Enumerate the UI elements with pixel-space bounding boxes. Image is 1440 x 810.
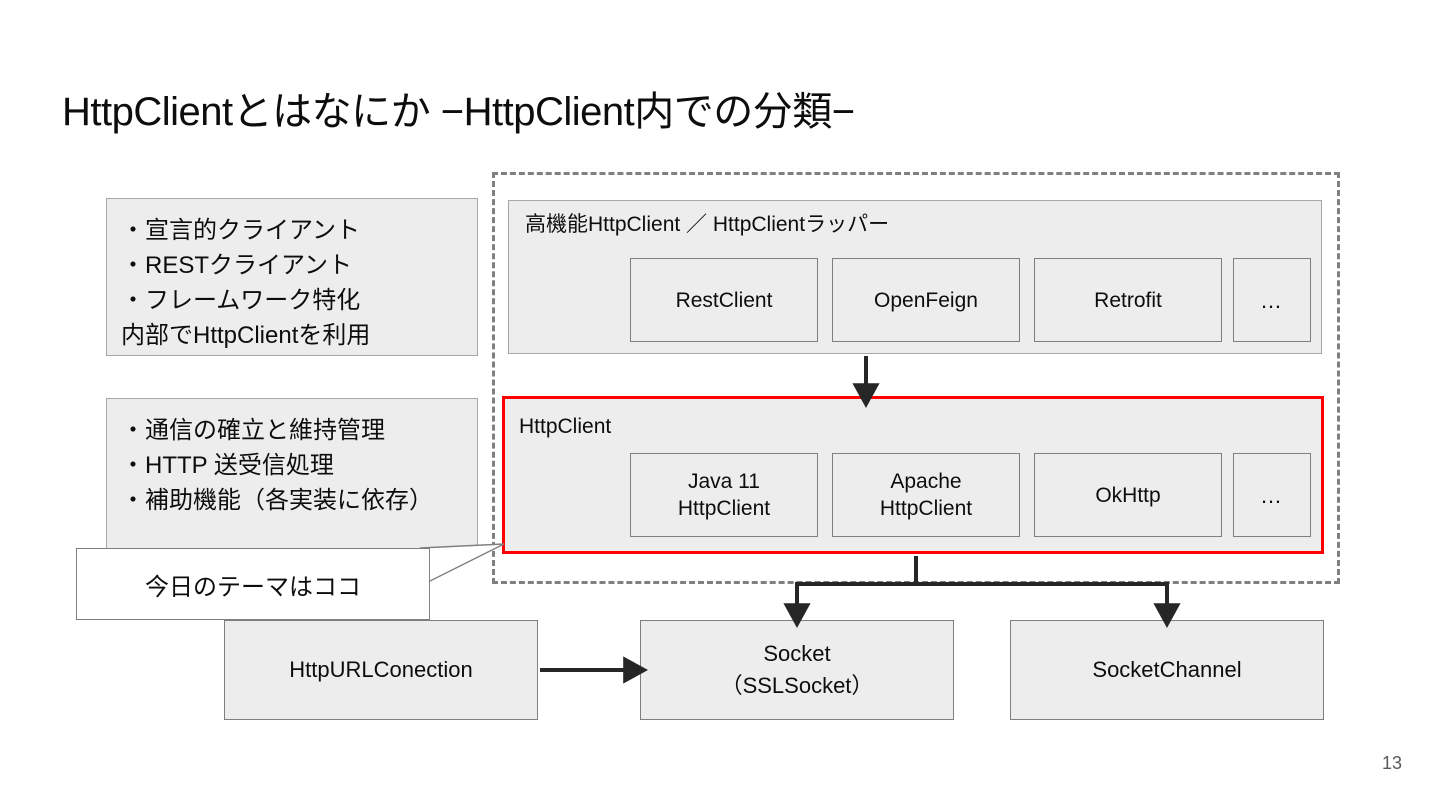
wrapper-description-box: ・宣言的クライアント ・RESTクライアント ・フレームワーク特化 内部でHtt…: [106, 198, 478, 356]
wrapper-item-label: Retrofit: [1094, 288, 1162, 312]
httpclient-description-box: ・通信の確立と維持管理 ・HTTP 送受信処理 ・補助機能（各実装に依存）: [106, 398, 478, 556]
bottom-box-httpurlconection[interactable]: HttpURLConection: [224, 620, 538, 720]
wrapper-item-retrofit[interactable]: Retrofit: [1034, 258, 1222, 342]
httpclient-item-apache[interactable]: Apache HttpClient: [832, 453, 1020, 537]
wrapper-item-label: OpenFeign: [874, 288, 978, 312]
callout-label: 今日のテーマはココ: [145, 573, 361, 601]
httpclient-item-more[interactable]: …: [1233, 453, 1311, 537]
page-title: HttpClientとはなにか −HttpClient内での分類−: [62, 90, 855, 134]
bottom-box-label: HttpURLConection: [289, 657, 473, 682]
httpclient-panel-label: HttpClient: [519, 415, 612, 438]
bottom-box-socketchannel[interactable]: SocketChannel: [1010, 620, 1324, 720]
wrapper-item-more[interactable]: …: [1233, 258, 1311, 342]
wrapper-item-openfeign[interactable]: OpenFeign: [832, 258, 1020, 342]
bottom-box-label: SocketChannel: [1092, 657, 1242, 682]
ellipsis-icon: …: [1260, 482, 1284, 508]
ellipsis-icon: …: [1260, 287, 1284, 313]
httpclient-item-java11[interactable]: Java 11 HttpClient: [630, 453, 818, 537]
wrapper-item-restclient[interactable]: RestClient: [630, 258, 818, 342]
httpclient-item-okhttp[interactable]: OkHttp: [1034, 453, 1222, 537]
wrapper-item-label: RestClient: [675, 288, 773, 312]
bottom-box-label: Socket （SSLSocket）: [720, 641, 874, 698]
wrapper-panel-label: 高機能HttpClient ／ HttpClientラッパー: [525, 213, 890, 236]
arrow-httpclient-to-socketchannel: [916, 582, 1181, 628]
httpclient-item-label: Apache HttpClient: [879, 470, 973, 520]
httpclient-item-label: OkHttp: [1095, 483, 1161, 507]
page-number: 13: [1381, 753, 1402, 773]
bottom-box-socket[interactable]: Socket （SSLSocket）: [640, 620, 954, 720]
callout-box: 今日のテーマはココ: [76, 548, 430, 620]
httpclient-item-label: Java 11 HttpClient: [677, 470, 771, 520]
